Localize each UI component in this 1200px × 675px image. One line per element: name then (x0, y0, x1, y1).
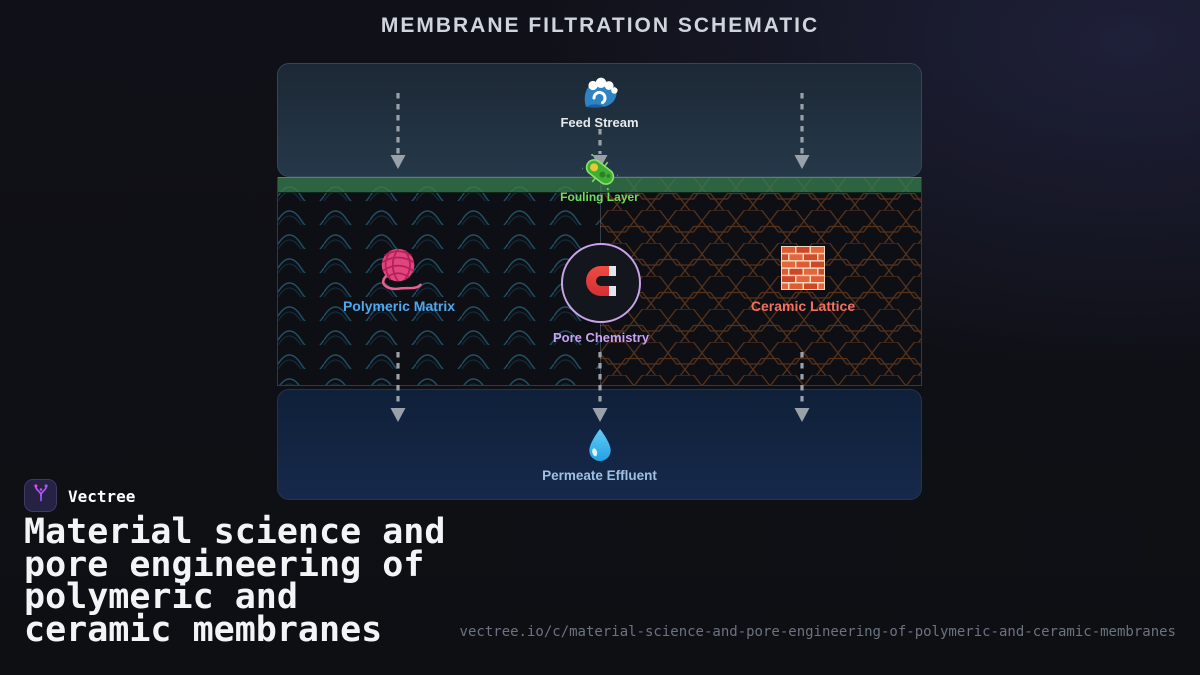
magnet-icon (580, 260, 622, 307)
permeate-effluent-label: Permeate Effluent (542, 468, 657, 483)
ceramic-lattice-label: Ceramic Lattice (750, 298, 856, 314)
brand-name: Vectree (68, 487, 136, 506)
permeate-effluent-panel: Permeate Effluent (277, 389, 922, 500)
polymer-wave-pattern (278, 177, 600, 385)
droplet-icon (586, 428, 614, 468)
fouling-layer-label: Fouling Layer (560, 190, 639, 204)
pore-chemistry-ring (561, 243, 641, 323)
feed-flow-arrow (794, 93, 810, 174)
permeate-flow-arrow (390, 352, 406, 427)
permeate-flow-arrow (592, 352, 608, 427)
ceramic-hex-pattern (599, 177, 921, 385)
vectree-logo (24, 479, 57, 512)
page-title: MEMBRANE FILTRATION SCHEMATIC (380, 14, 820, 37)
brick-icon (781, 246, 825, 295)
vectree-branch-icon (28, 480, 54, 511)
microbe-icon (578, 151, 622, 195)
permeate-flow-arrow (794, 352, 810, 427)
pore-chemistry-label: Pore Chemistry (552, 330, 650, 345)
yarn-icon (376, 245, 422, 296)
wave-icon (580, 76, 620, 114)
card-headline: Material science and pore engineering of… (24, 512, 446, 650)
page-url: vectree.io/c/material-science-and-pore-e… (459, 624, 1176, 640)
feed-flow-arrow (390, 93, 406, 174)
membrane-cross-section: Fouling Layer Polymeric Matrix (277, 177, 922, 386)
feed-stream-label: Feed Stream (560, 115, 639, 130)
polymeric-matrix-label: Polymeric Matrix (342, 298, 456, 314)
membrane-filtration-diagram: Feed Stream (277, 63, 922, 500)
